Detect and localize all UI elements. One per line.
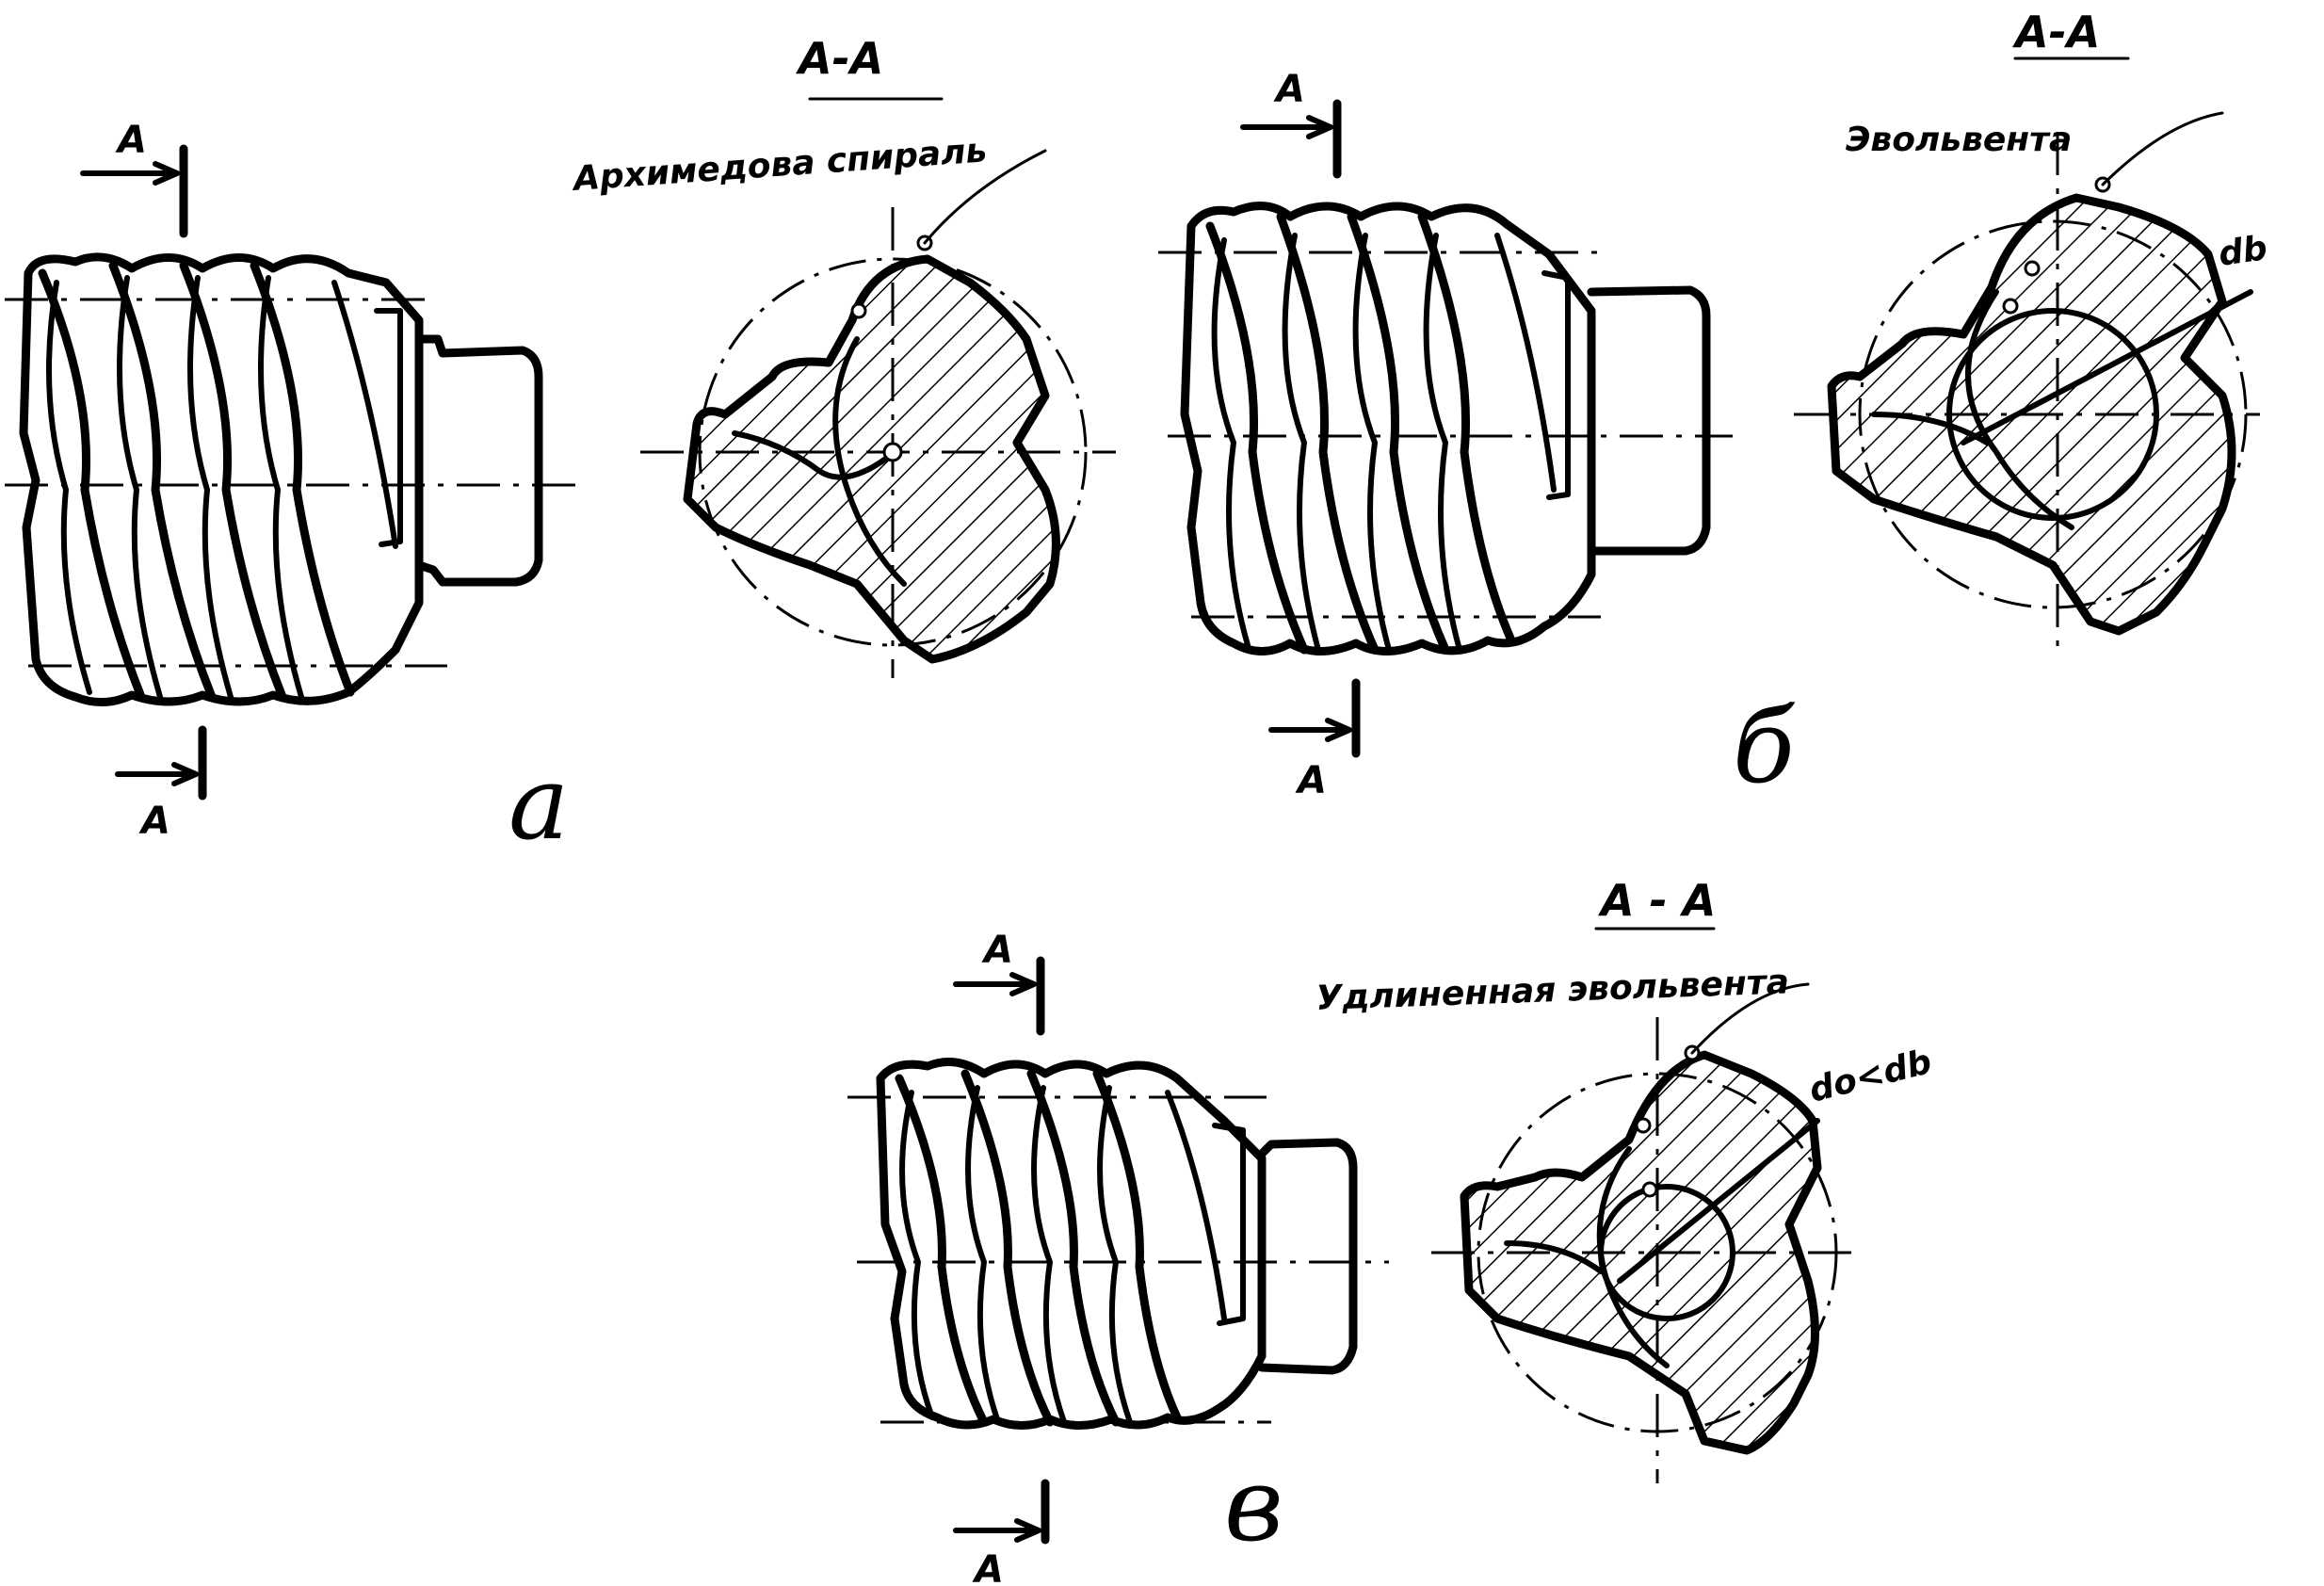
cut-label-b-top: A [1273,68,1305,111]
cut-label-b-bottom: A [1295,759,1327,802]
section-label-a: A-A [796,33,883,84]
worm-c-side-view [847,956,1389,1545]
section-b-involute [1794,57,2260,650]
dimension-db: db [2217,229,2270,274]
section-label-b: A-A [2012,7,2100,57]
cut-label-c-top: A [981,929,1013,972]
note-elongated-involute: Удлиненная эвольвента [1315,963,1790,1018]
figure-letter-a: a [508,745,569,863]
section-label-c: A - A [1598,875,1716,926]
worm-a-side-view [5,144,579,801]
figure-letter-b: б [1733,688,1796,806]
worm-b-side-view [1158,99,1733,758]
note-involute: Эвольвента [1846,121,2072,159]
note-archimedean-spiral: Архимедова спираль [570,131,989,199]
section-c-elongated-involute [1431,927,1864,1483]
figure-letter-c: в [1224,1447,1283,1564]
cut-label-a-top: A [115,119,147,162]
cut-label-c-bottom: A [972,1548,1004,1586]
section-a-archimedean [640,97,1116,678]
cut-label-a-bottom: A [138,800,170,843]
dimension-do-db: do<db [1805,1043,1935,1110]
